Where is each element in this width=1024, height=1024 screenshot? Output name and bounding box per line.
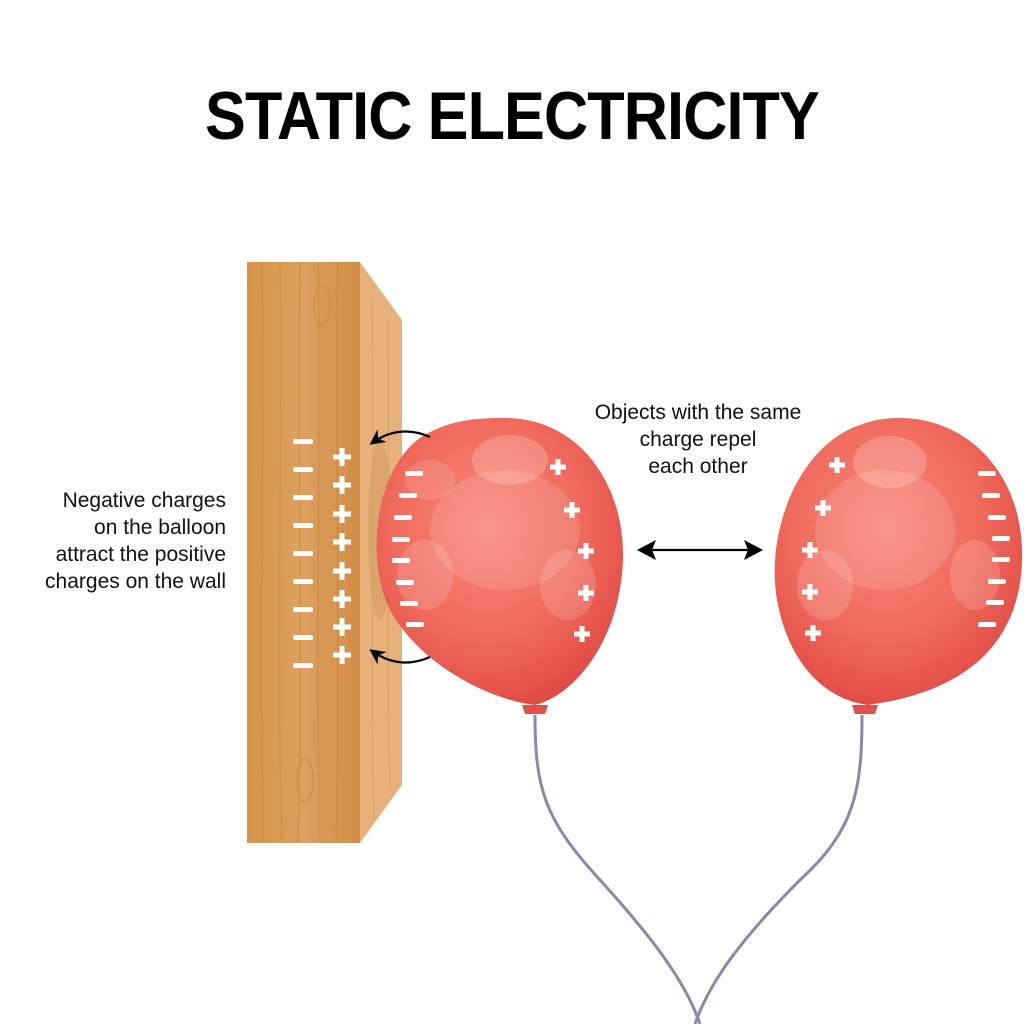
attraction-label: Negative charges on the balloon attract … bbox=[0, 487, 226, 595]
left-balloon-negative-charges bbox=[392, 471, 424, 627]
attract-arrow-bottom-icon bbox=[369, 649, 431, 665]
repel-arrow-icon bbox=[637, 540, 763, 560]
attraction-label-line: attract the positive bbox=[55, 543, 226, 566]
right-balloon-knot bbox=[852, 705, 878, 714]
diagram-title: STATIC ELECTRICITY bbox=[205, 78, 820, 154]
wall-positive-charges bbox=[333, 448, 351, 664]
repulsion-label: Objects with the same charge repel each … bbox=[560, 399, 836, 480]
right-balloon-negative-charges bbox=[978, 471, 1010, 627]
right-balloon bbox=[774, 418, 1023, 714]
repulsion-label-line: each other bbox=[648, 455, 748, 478]
attract-arrow-top-icon bbox=[369, 429, 431, 445]
attraction-label-line: Negative charges bbox=[62, 489, 226, 512]
repulsion-label-line: charge repel bbox=[639, 428, 757, 451]
repulsion-label-line: Objects with the same bbox=[594, 401, 802, 424]
attraction-label-line: charges on the wall bbox=[45, 570, 226, 593]
attraction-label-line: on the balloon bbox=[94, 516, 226, 539]
left-balloon-knot bbox=[522, 705, 548, 714]
left-balloon-positive-charges bbox=[550, 459, 594, 642]
wall-negative-charges bbox=[293, 439, 313, 668]
right-balloon-positive-charges bbox=[802, 457, 845, 641]
balloon-strings bbox=[533, 714, 864, 1024]
left-balloon bbox=[376, 417, 624, 714]
